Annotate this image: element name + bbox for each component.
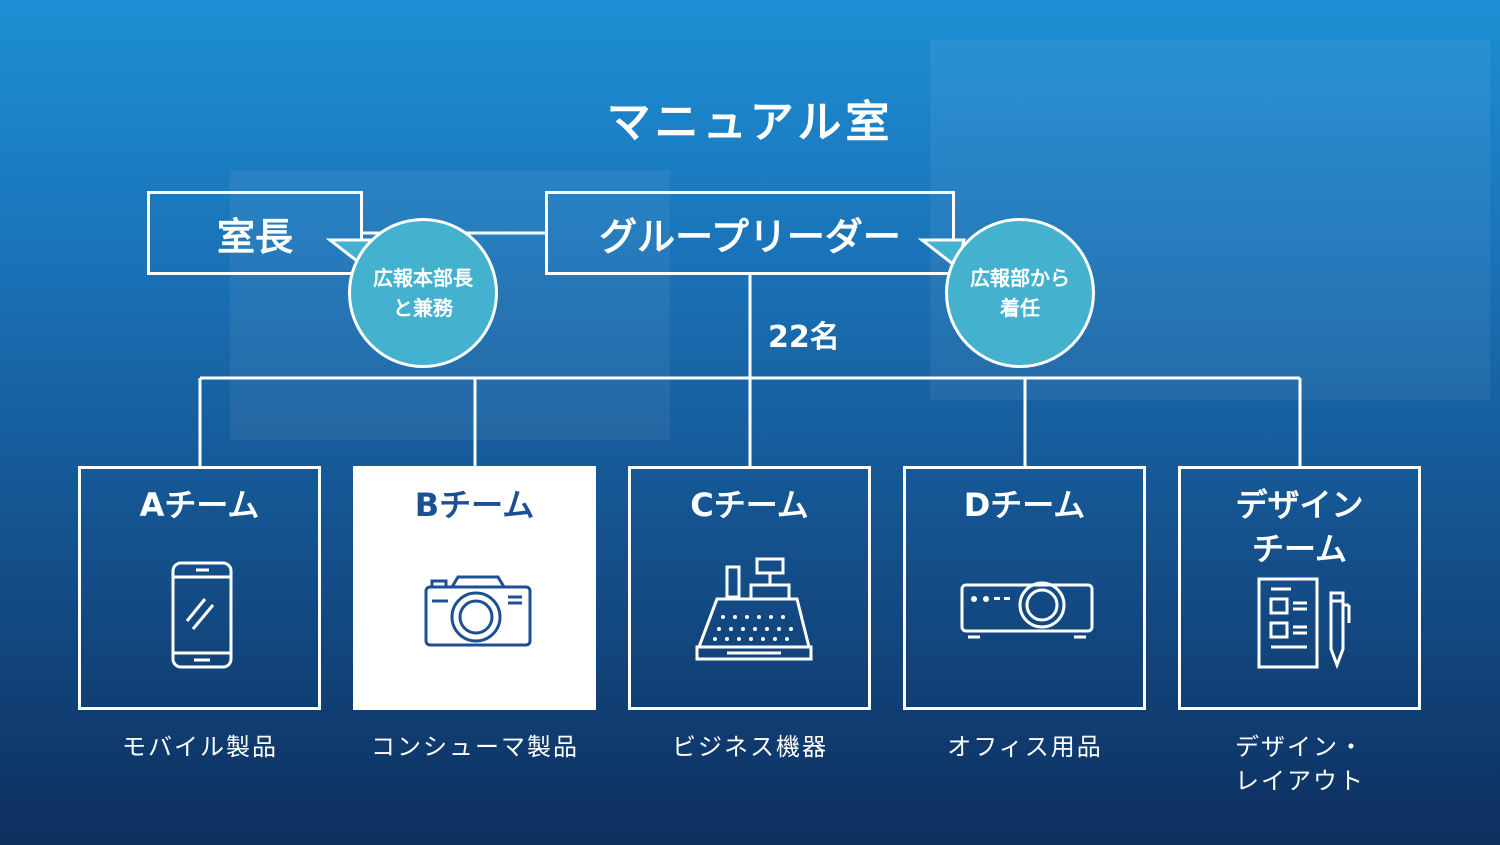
leader-note-bubble: 広報部から 着任 (945, 218, 1095, 368)
director-label: 室長 (216, 214, 293, 259)
team-caption: ビジネス機器 (600, 730, 900, 764)
team-name: Cチーム (631, 483, 868, 527)
team-name-line: デザイン (1235, 486, 1364, 524)
team-name-line: Dチーム (963, 486, 1086, 524)
team-name-line: Bチーム (414, 486, 535, 524)
cash-register-icon (695, 557, 813, 661)
team-box-c: Cチーム (628, 466, 871, 710)
director-box: 室長 (147, 191, 363, 275)
group-leader-label: グループリーダー (599, 214, 901, 259)
caption-line: モバイル製品 (122, 733, 278, 761)
team-name-line: チーム (1251, 530, 1348, 568)
camera-icon (424, 575, 532, 647)
team-box-b: Bチーム (353, 466, 596, 710)
team-name-line: Aチーム (139, 486, 260, 524)
team-name: デザイン チーム (1181, 483, 1418, 571)
caption-line: ビジネス機器 (672, 733, 828, 761)
caption-line: コンシューマ製品 (371, 733, 579, 761)
team-caption: モバイル製品 (50, 730, 350, 764)
group-leader-box: グループリーダー (545, 191, 955, 275)
team-name: Bチーム (356, 483, 593, 527)
team-box-d: Dチーム (903, 466, 1146, 710)
team-name: Dチーム (906, 483, 1143, 527)
caption-line: オフィス用品 (947, 733, 1103, 761)
smartphone-icon (171, 561, 233, 669)
team-caption: デザイン・ レイアウト (1150, 730, 1450, 798)
team-box-design: デザイン チーム (1178, 466, 1421, 710)
bubble-line: 広報本部長 (373, 266, 473, 290)
bubble-line: 広報部から (970, 266, 1070, 290)
director-note-bubble: 広報本部長 と兼務 (348, 218, 498, 368)
bubble-line: と兼務 (393, 296, 453, 320)
team-name: Aチーム (81, 483, 318, 527)
team-box-a: Aチーム (78, 466, 321, 710)
bubble-line: 着任 (1000, 296, 1040, 320)
document-pen-icon (1257, 577, 1351, 670)
page-title: マニュアル室 (606, 97, 894, 148)
team-caption: コンシューマ製品 (325, 730, 625, 764)
team-caption: オフィス用品 (875, 730, 1175, 764)
caption-line: デザイン・ (1235, 733, 1365, 761)
caption-line: レイアウト (1235, 767, 1365, 795)
member-count: 22名 (768, 320, 840, 355)
projector-icon (960, 581, 1094, 639)
team-name-line: Cチーム (690, 486, 809, 524)
